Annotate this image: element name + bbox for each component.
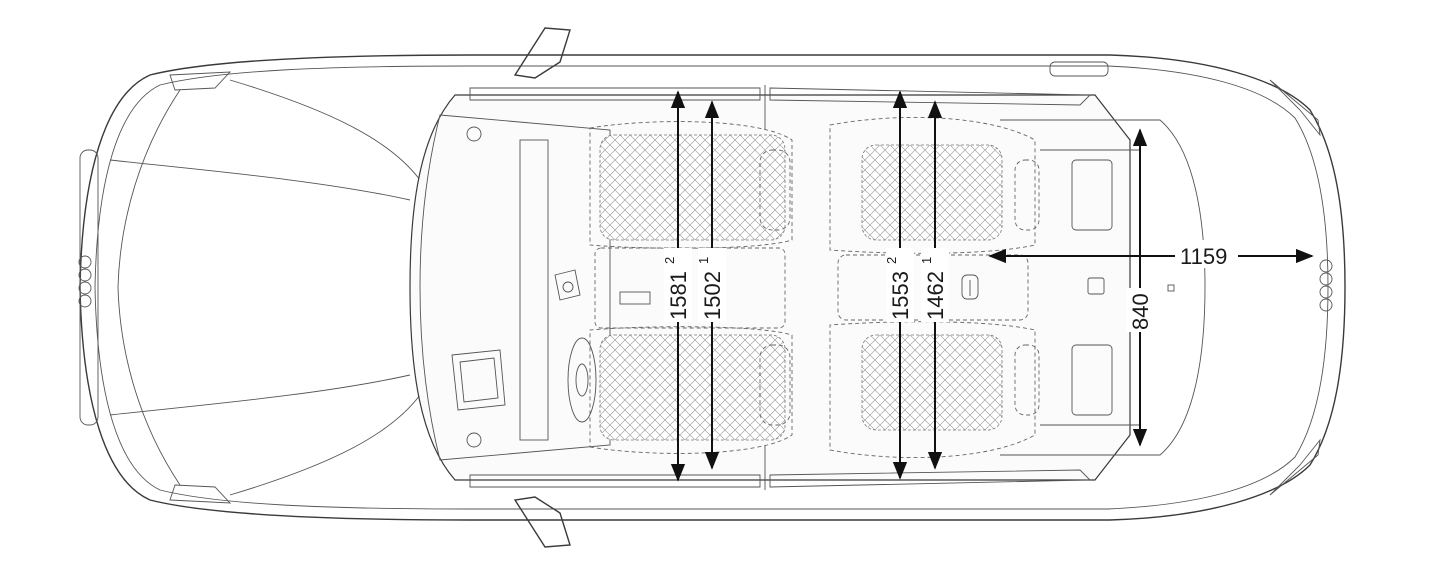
car-body <box>78 54 1346 521</box>
rear-shoulder-width-label: 1553 <box>888 271 913 320</box>
front-elbow-width-label: 1502 <box>700 271 725 320</box>
rear-elbow-width-label: 1462 <box>923 271 948 320</box>
front-elbow-width-note: 1 <box>696 257 711 264</box>
trunk-length-label: 1159 <box>1180 244 1227 269</box>
cabin-glass <box>409 85 1206 490</box>
rear-shoulder-width-note: 2 <box>884 257 899 264</box>
front-seats <box>589 121 793 454</box>
dimension-labels: 1581 2 1502 1 1553 2 1462 1 840 1159 <box>662 240 1236 332</box>
front-shoulder-width-note: 2 <box>662 257 677 264</box>
front-shoulder-width-label: 1581 <box>666 271 691 320</box>
rear-elbow-width-note: 1 <box>919 257 934 264</box>
dashboard <box>419 114 611 461</box>
mirrors <box>513 27 571 548</box>
trunk-width-label: 840 <box>1128 293 1153 330</box>
